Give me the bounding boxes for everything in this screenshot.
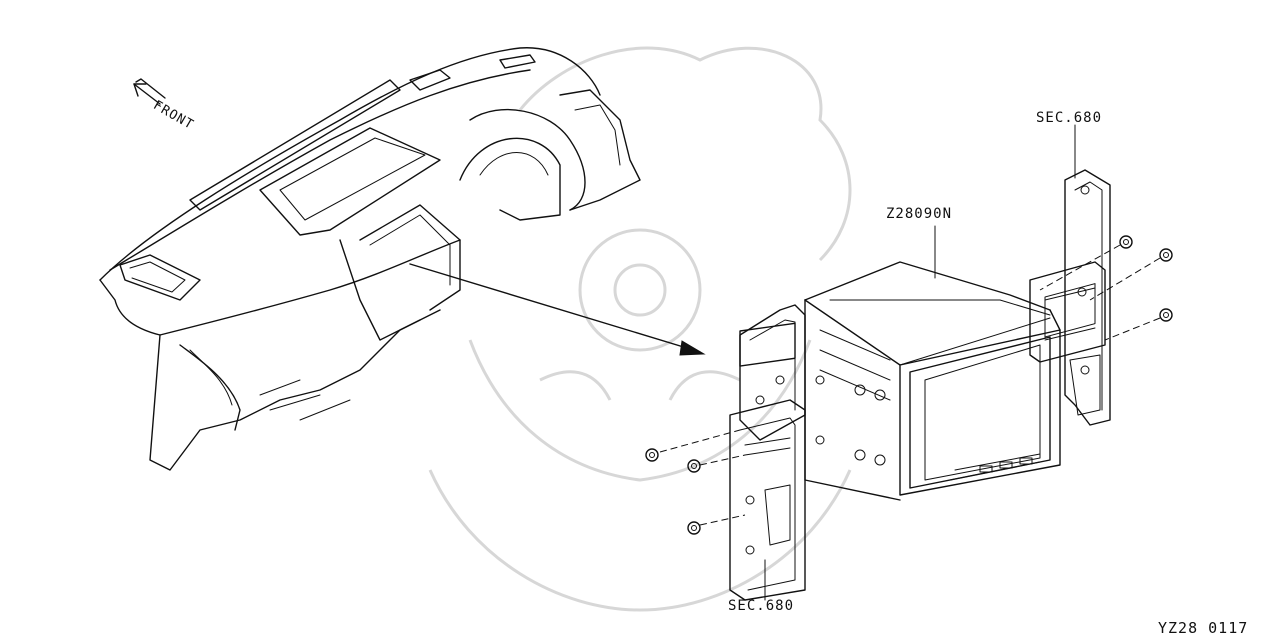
- screw-right-3: [1104, 308, 1173, 341]
- right-bracket-drawing: [1029, 124, 1111, 426]
- pointer-arrow: [409, 263, 706, 356]
- section-reference-top[interactable]: SEC.680: [1036, 110, 1103, 126]
- label-leaders: [764, 129, 1076, 597]
- screw-left-1: [645, 429, 741, 462]
- screw-left-2: [687, 454, 746, 473]
- section-reference-bottom[interactable]: SEC.680: [728, 598, 795, 614]
- screws: [645, 235, 1173, 535]
- front-arrow-icon: [133, 78, 166, 105]
- navigation-unit-drawing: [804, 249, 1061, 501]
- screw-left-3: [687, 514, 746, 535]
- instrument-panel-drawing: [99, 47, 641, 471]
- diagram-reference-code: YZ28 0117: [1158, 619, 1249, 637]
- screw-right-2: [1089, 248, 1173, 301]
- left-bracket-drawing: [729, 304, 806, 601]
- watermark-emblem: [428, 46, 852, 612]
- screw-right-1: [1039, 235, 1133, 291]
- part-number-label[interactable]: Z28090N: [886, 206, 953, 222]
